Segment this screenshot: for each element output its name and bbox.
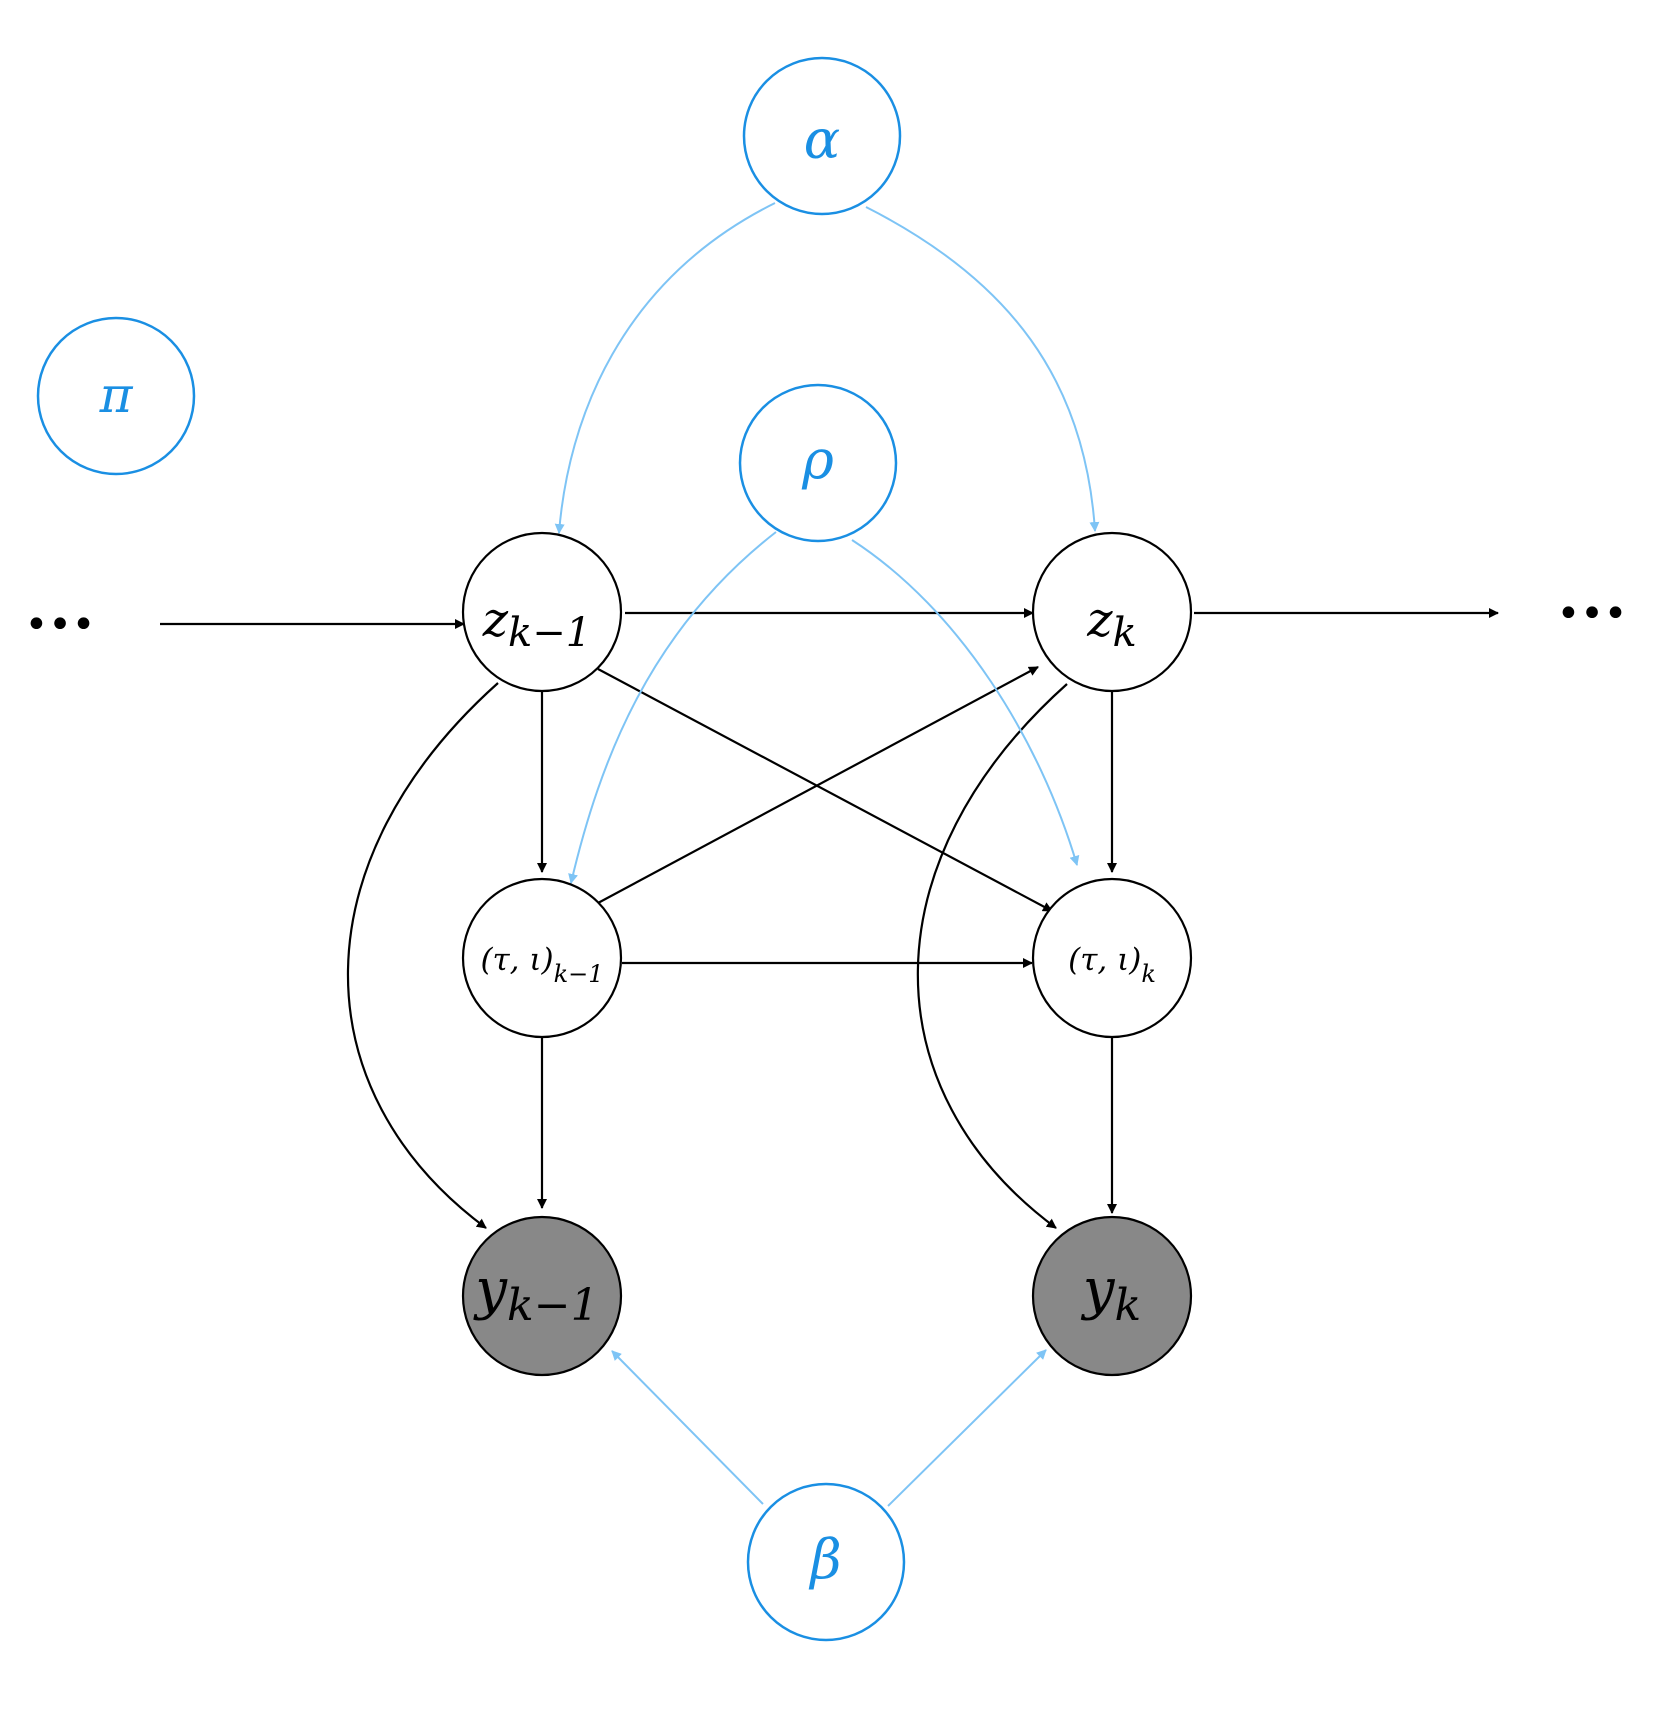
node-rho: ρ <box>738 383 898 543</box>
label-ti-k: (τ, ι)k <box>1068 942 1156 988</box>
label-rho: ρ <box>801 428 834 491</box>
label-pi: π <box>99 366 134 424</box>
edge-alpha-z-k <box>865 206 1100 532</box>
label-z-prev: zk−1 <box>482 592 592 656</box>
node-ti-k: (τ, ι)k <box>1031 877 1193 1039</box>
edge-beta-y-prev <box>611 1350 764 1505</box>
node-pi: π <box>36 316 196 476</box>
ellipsis-right: ••• <box>1557 591 1628 637</box>
node-y-k: yk <box>1031 1215 1193 1377</box>
label-alpha: α <box>804 108 840 171</box>
edge-rho-ti-k <box>851 539 1080 866</box>
node-y-prev: yk−1 <box>461 1215 623 1377</box>
edge-z-k-y-k <box>916 683 1068 1229</box>
edge-rho-ti-prev <box>568 531 777 884</box>
node-z-prev: zk−1 <box>461 531 623 693</box>
node-z-k: zk <box>1031 531 1193 693</box>
node-beta: β <box>746 1482 906 1642</box>
edge-beta-y-k <box>887 1349 1047 1507</box>
label-ti-prev: (τ, ι)k−1 <box>480 942 603 988</box>
node-ti-prev: (τ, ι)k−1 <box>461 877 623 1039</box>
label-y-prev: yk−1 <box>472 1257 598 1331</box>
edge-z-prev-y-prev <box>346 682 499 1229</box>
edge-alpha-z-prev <box>554 202 776 534</box>
node-alpha: α <box>742 56 902 216</box>
edge-z-prev-ti-k <box>597 668 1053 912</box>
label-beta: β <box>808 1528 841 1591</box>
edge-ti-prev-z-k <box>597 666 1039 904</box>
label-z-k: zk <box>1086 592 1137 656</box>
label-y-k: yk <box>1080 1257 1141 1331</box>
ellipsis-left: ••• <box>25 602 96 648</box>
